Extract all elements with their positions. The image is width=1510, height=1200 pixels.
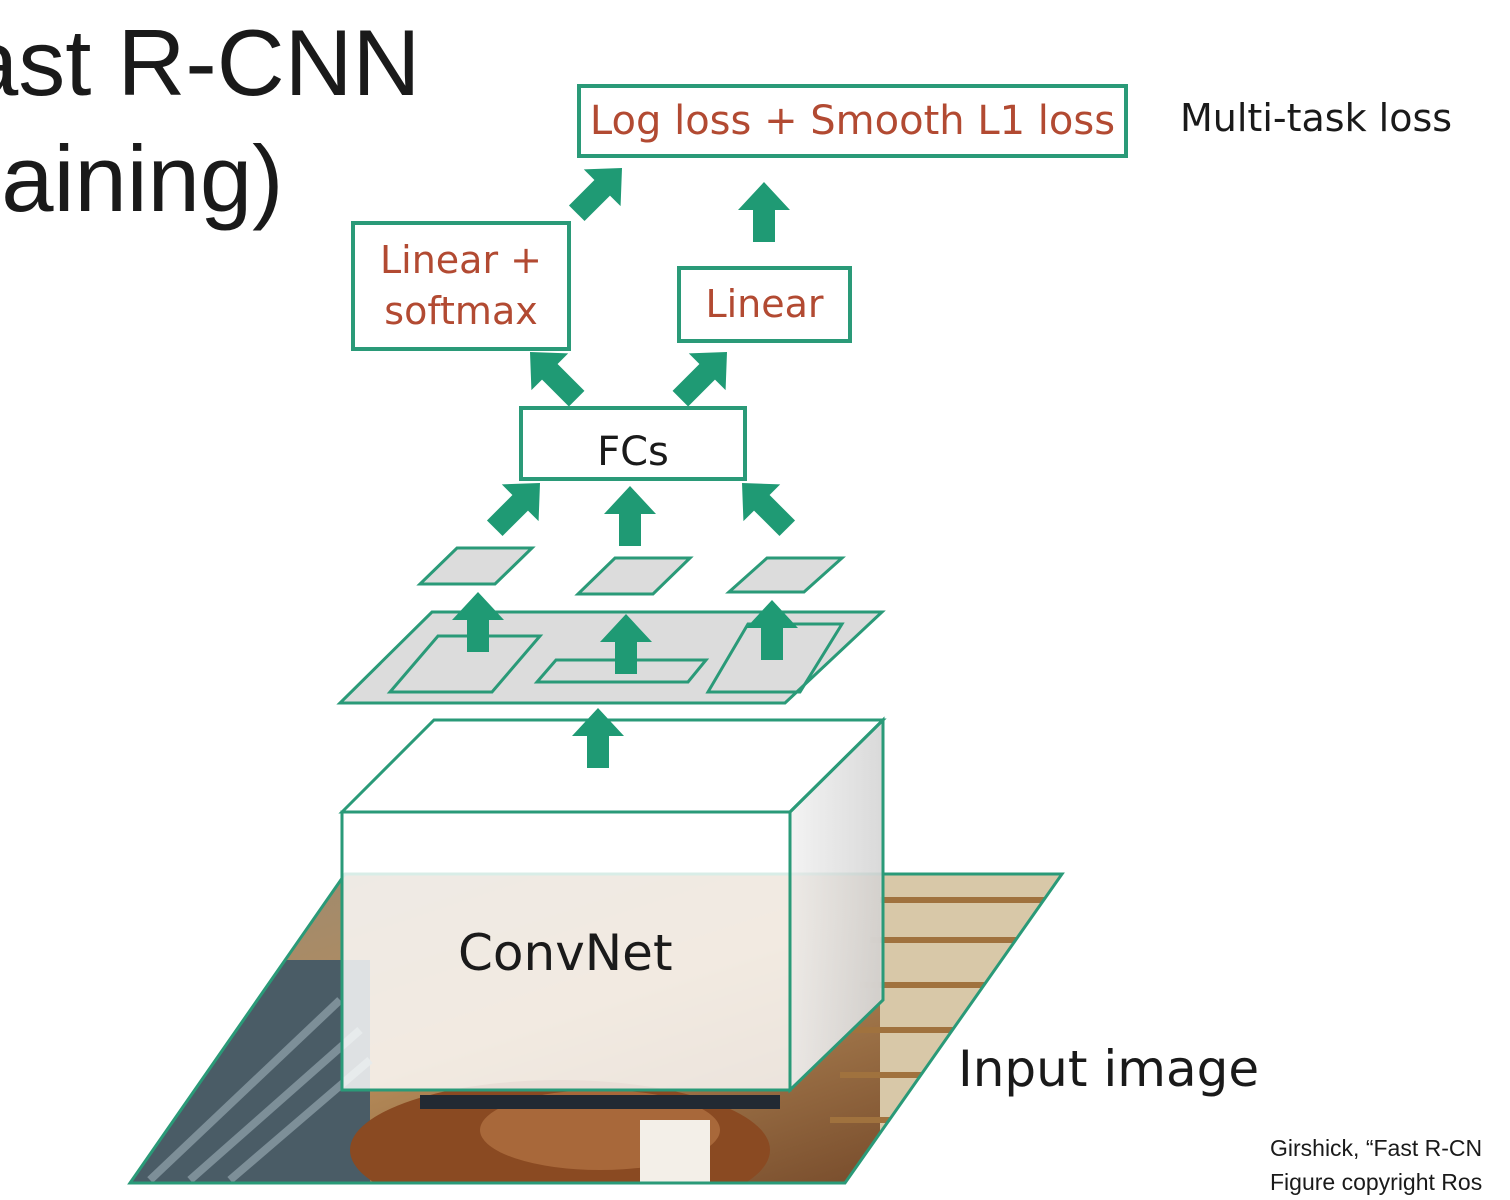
flow-arrows [452,168,798,768]
roi-feature-3 [725,556,846,594]
input-image-label: Input image [958,1040,1260,1098]
fc-layers-label: FCs [597,428,669,475]
classification-head-line-2: softmax [384,289,538,333]
feature-map [336,610,886,705]
region-proposal-2 [533,658,710,684]
region-proposal-1 [386,634,544,694]
arrow-fc-to-cls [530,352,585,407]
roi-features [416,546,846,596]
arrow-region-3-up [746,600,798,660]
slide-title-line-1: ast R-CNN [0,10,421,115]
loss-box: Log loss + Smooth L1 loss [577,84,1128,158]
citation-line-2: Figure copyright Ros [1270,1169,1483,1195]
arrow-roi-3-to-fc [742,483,796,537]
region-proposal-3 [705,622,845,694]
convnet-label: ConvNet [458,924,673,982]
convnet-block [338,716,887,1094]
citation-line-1: Girshick, “Fast R-CN [1270,1135,1483,1161]
classification-head-box: Linear + softmax [351,221,571,351]
arrow-fc-to-reg [672,352,727,407]
roi-feature-2 [574,556,694,596]
arrow-region-1-up [452,592,504,652]
regression-head-box: Linear [677,266,852,343]
multi-task-loss-label: Multi-task loss [1180,96,1453,140]
arrow-cls-to-loss [568,168,622,222]
arrow-roi-1-to-fc [486,483,540,537]
roi-feature-1 [416,546,536,586]
arrow-conv-to-features [572,708,624,768]
citation: Girshick, “Fast R-CN Figure copyright Ro… [1270,1131,1482,1199]
loss-box-label: Log loss + Smooth L1 loss [589,98,1116,144]
arrow-reg-to-loss [738,182,790,242]
arrow-roi-2-to-fc [604,486,656,546]
regression-head-label: Linear [705,281,824,326]
fc-layers-box: FCs [519,406,747,481]
slide-title-line-2: raining) [0,126,284,231]
arrow-region-2-up [600,614,652,674]
classification-head-line-1: Linear + [379,237,543,282]
